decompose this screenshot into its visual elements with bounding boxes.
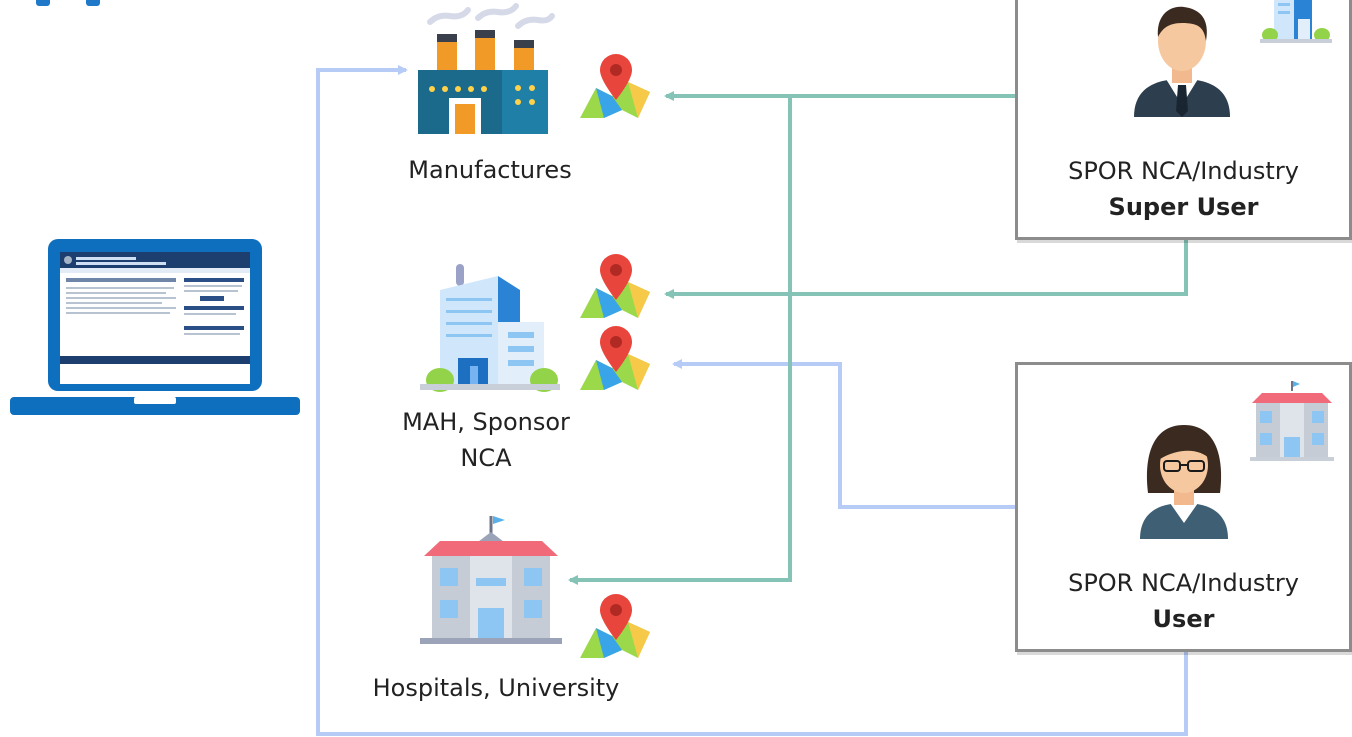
super-user-vertical-connector xyxy=(568,96,792,585)
map-pin-icon xyxy=(580,594,650,658)
super-user-role-box: SPOR NCA/Industry Super User xyxy=(1015,0,1352,240)
office-building-icon xyxy=(420,264,560,392)
office-building-icon xyxy=(1260,0,1332,43)
factory-icon xyxy=(418,3,555,134)
user-role-label: SPOR NCA/Industry User xyxy=(1018,565,1349,637)
user-flow-connectors xyxy=(316,65,1188,736)
female-user-avatar-icon xyxy=(1140,425,1228,539)
mah-sponsor-label-line1: MAH, Sponsor xyxy=(402,408,570,436)
super-user-role-label: SPOR NCA/Industry Super User xyxy=(1018,153,1349,225)
user-role-line1: SPOR NCA/Industry xyxy=(1068,569,1299,597)
hospitals-label: Hospitals, University xyxy=(372,674,620,702)
super-user-to-mah-connector xyxy=(664,240,1188,299)
user-to-mah-connector xyxy=(672,359,1015,509)
laptop-screen-icon xyxy=(10,239,300,415)
mah-sponsor-label: MAH, Sponsor NCA xyxy=(376,404,596,476)
user-role-box: SPOR NCA/Industry User xyxy=(1015,362,1352,652)
manufactures-label: Manufactures xyxy=(408,156,572,184)
hospital-building-icon xyxy=(1250,381,1334,461)
super-user-role-line1: SPOR NCA/Industry xyxy=(1068,157,1299,185)
male-user-avatar-icon xyxy=(1134,6,1230,117)
map-pin-icon xyxy=(580,254,650,318)
super-user-role-line2: Super User xyxy=(1108,193,1259,221)
user-box-art xyxy=(1140,381,1334,539)
super-user-flow-connectors xyxy=(568,91,1188,585)
hospital-building-icon xyxy=(420,516,562,644)
user-loop-connector xyxy=(316,65,1188,736)
map-pin-icon xyxy=(580,54,650,118)
partial-logo-icon xyxy=(36,0,100,6)
mah-sponsor-label-line2: NCA xyxy=(460,444,512,472)
user-role-line2: User xyxy=(1152,605,1215,633)
super-user-box-art xyxy=(1134,0,1332,117)
map-pin-icon xyxy=(580,326,650,390)
